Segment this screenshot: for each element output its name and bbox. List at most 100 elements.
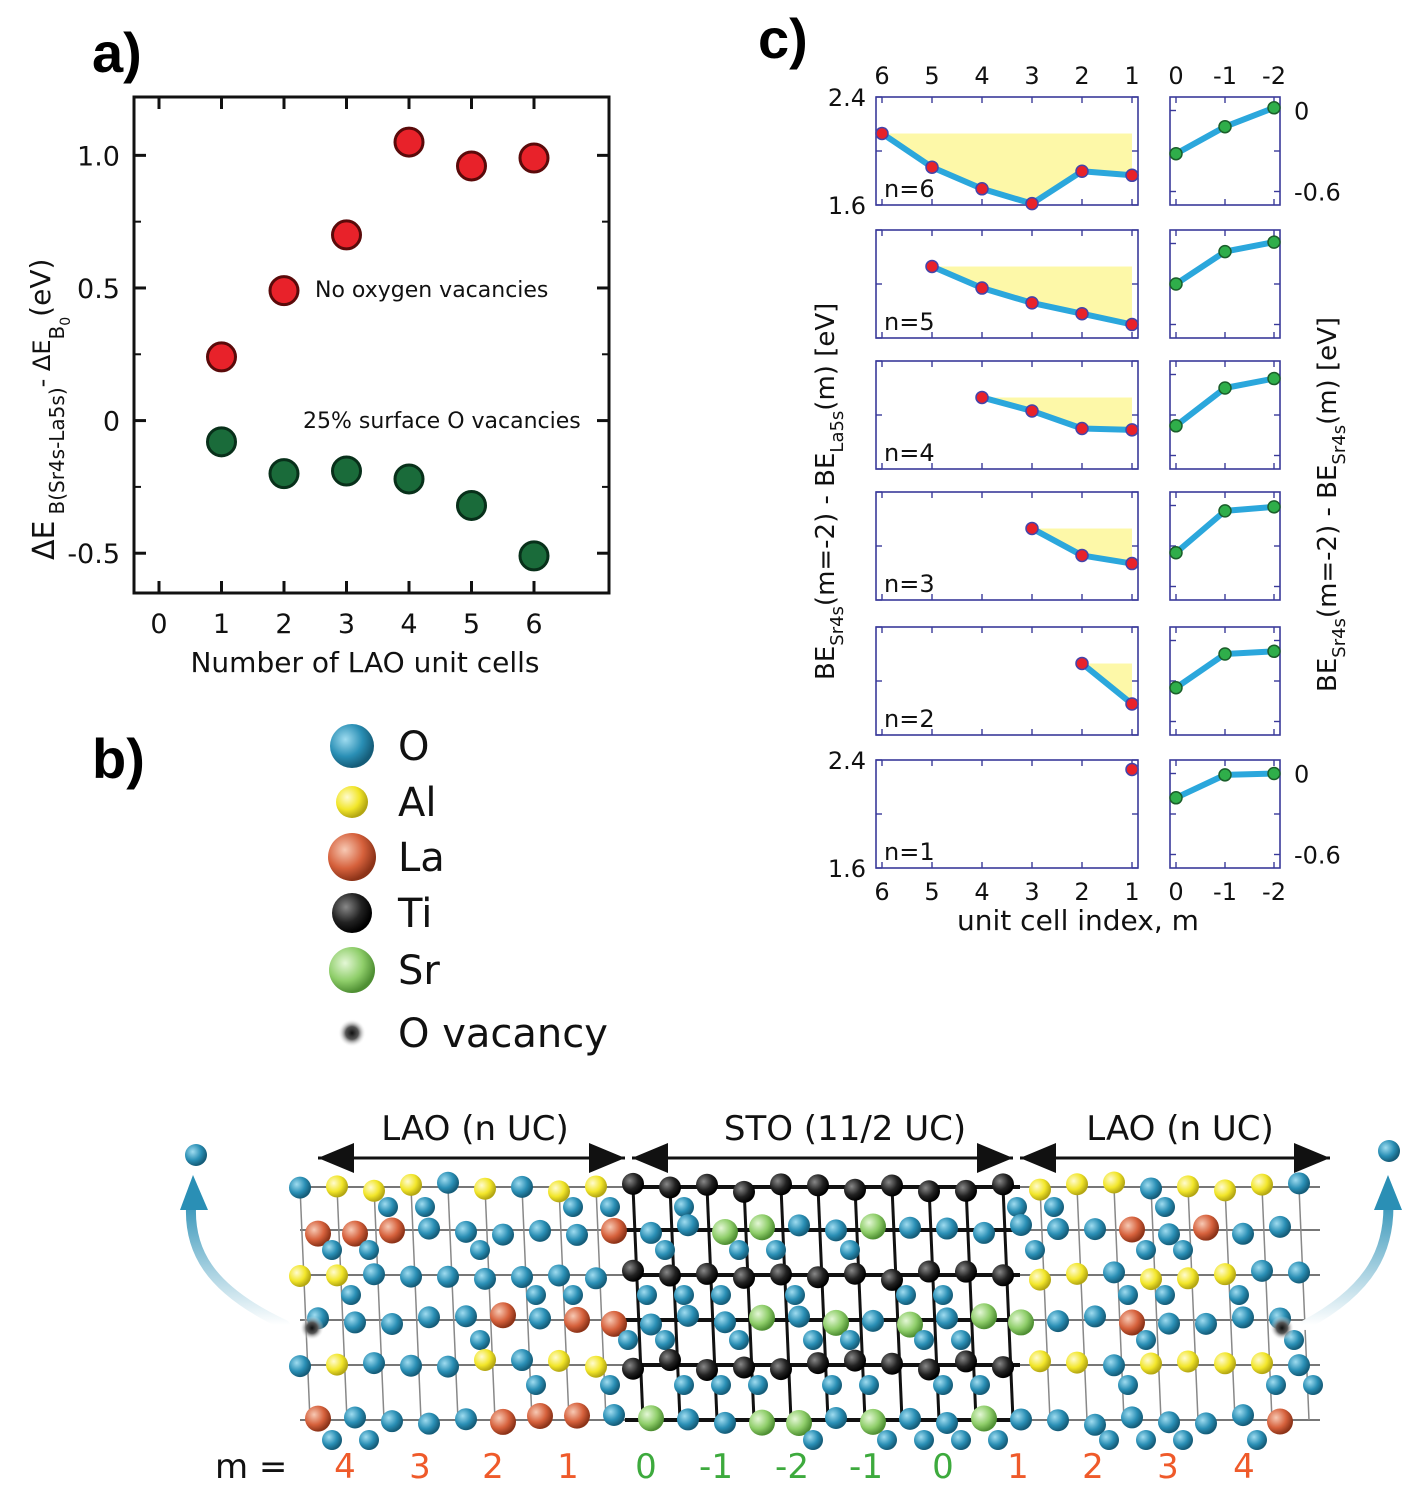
point-surface-vacancy: [331, 455, 362, 487]
atom: [896, 1285, 916, 1305]
atom: [677, 1304, 699, 1327]
xtick-label-a: 0: [150, 609, 167, 640]
atom: [492, 1223, 514, 1246]
atom: [770, 1173, 792, 1196]
crystal-structure: LAO (n UC) STO (11/2 UC) LAO (n UC) m = …: [180, 1109, 1402, 1487]
point-right: [1267, 500, 1281, 514]
atom: [1103, 1171, 1125, 1194]
chart-a-frame: [132, 95, 611, 595]
legend-swatch-ti: [332, 893, 372, 933]
atom: [1103, 1261, 1125, 1284]
atom: [674, 1197, 694, 1217]
atom: [1084, 1218, 1106, 1241]
legend-swatch-o-vacancy: [338, 1019, 366, 1047]
row-label-n: n=5: [884, 308, 935, 336]
atom: [860, 1408, 886, 1435]
atom: [1214, 1179, 1236, 1202]
atom: [585, 1267, 607, 1290]
atom: [844, 1262, 866, 1285]
atom: [359, 1240, 379, 1260]
atom: [1140, 1177, 1162, 1200]
atom: [437, 1265, 459, 1288]
bond: [1150, 1186, 1162, 1421]
point-left: [1125, 556, 1139, 571]
row-label-n: n=6: [884, 175, 935, 203]
atom: [418, 1306, 440, 1329]
atom: [1158, 1312, 1180, 1335]
atom: [696, 1262, 718, 1285]
atom: [603, 1404, 625, 1427]
atom: [1288, 1261, 1310, 1284]
atom: [860, 1213, 886, 1240]
atom: [881, 1268, 903, 1291]
xtick-label-c-top: 4: [974, 62, 989, 90]
bond: [1187, 1186, 1199, 1421]
atom: [1025, 1240, 1045, 1260]
atom: [1251, 1173, 1273, 1196]
escaped-oxygen-right: [1378, 1140, 1400, 1162]
xtick-label-c-bottom: 6: [874, 878, 889, 906]
point-right: [1218, 504, 1232, 518]
panel-label-b: b): [92, 727, 145, 790]
atom: [729, 1330, 749, 1350]
xtick-label-c-top: -2: [1262, 62, 1286, 90]
atom: [1303, 1375, 1323, 1395]
point-left: [1025, 404, 1039, 418]
ylabel-c-left-m1: (m=-2) - BE: [811, 453, 841, 607]
atom: [862, 1309, 884, 1332]
panel-c-row: n=2: [875, 626, 1281, 736]
atom: [1247, 1430, 1267, 1450]
atom: [807, 1352, 829, 1375]
atom: [415, 1197, 435, 1217]
atom: [474, 1349, 496, 1372]
annotation-surface-vacancies: 25% surface O vacancies: [303, 409, 581, 434]
point-surface-vacancy: [268, 458, 300, 490]
atom: [766, 1240, 786, 1260]
atom: [1232, 1222, 1254, 1245]
atom: [381, 1410, 403, 1433]
point-left: [1125, 762, 1139, 777]
point-right: [1267, 101, 1281, 115]
ytick-label-a: 1.0: [77, 141, 120, 172]
ytick-label-c-left: 2.4: [828, 84, 866, 112]
atom: [618, 1330, 638, 1350]
m-value: 2: [482, 1447, 504, 1487]
atom: [379, 1217, 405, 1244]
label-lao-right: LAO (n UC): [1086, 1109, 1273, 1149]
m-prefix: m =: [215, 1447, 287, 1487]
ylabel-a-sub3: 0: [58, 317, 74, 326]
point-left: [975, 182, 989, 196]
atom: [807, 1266, 829, 1289]
atom: [601, 1217, 627, 1244]
shaded-region: [1032, 528, 1132, 564]
atom: [955, 1350, 977, 1373]
m-value: -1: [849, 1447, 883, 1487]
atom: [529, 1219, 551, 1242]
svg-text:BESr4s(m=-2) - BESr4s(m) [eV]: BESr4s(m=-2) - BESr4s(m) [eV]: [1313, 317, 1350, 692]
atom: [548, 1264, 570, 1287]
chart-c-ylabel-left: BESr4s(m=-2) - BELa5s(m) [eV]: [811, 303, 848, 680]
atom: [859, 1375, 879, 1395]
atom: [936, 1217, 958, 1240]
point-left: [1075, 164, 1089, 178]
atom: [600, 1197, 620, 1217]
point-left: [1125, 697, 1139, 711]
ylabel-a-main: ΔE: [27, 521, 62, 560]
atom: [511, 1175, 533, 1198]
atom: [807, 1174, 829, 1197]
atom: [363, 1263, 385, 1286]
atom: [899, 1407, 921, 1430]
atom: [1140, 1352, 1162, 1375]
atom: [564, 1306, 590, 1333]
ylabel-c-right-s1: Sr4s: [1329, 618, 1350, 658]
atom: [899, 1216, 921, 1239]
atom: [1251, 1259, 1273, 1282]
ytick-label-c-left: 1.6: [828, 855, 866, 883]
m-value: 4: [334, 1447, 356, 1487]
atom: [585, 1175, 607, 1198]
point-no-vacancy: [393, 126, 425, 158]
atom: [711, 1285, 731, 1305]
row-label-n: n=3: [884, 570, 935, 598]
